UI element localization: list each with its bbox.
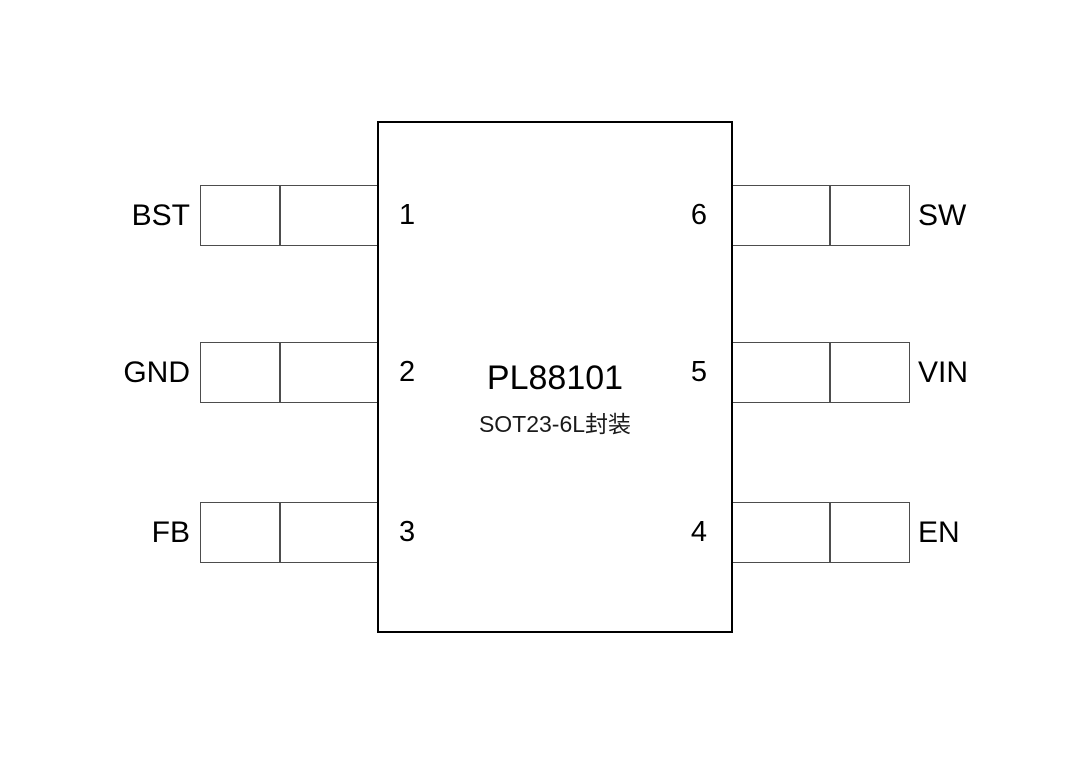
pin-pad-en <box>732 502 910 563</box>
pin-pad-vin <box>732 342 910 403</box>
pad-divider <box>279 343 281 402</box>
pin-number-4: 4 <box>690 516 707 548</box>
pad-divider <box>829 343 831 402</box>
pin-label-fb: FB <box>151 516 190 549</box>
pad-divider <box>279 186 281 245</box>
pin-label-gnd: GND <box>123 356 190 389</box>
pin-pad-fb <box>200 502 378 563</box>
pin-pad-bst <box>200 185 378 246</box>
pin-number-1: 1 <box>399 199 416 231</box>
pin-number-6: 6 <box>690 199 707 231</box>
pin-pad-gnd <box>200 342 378 403</box>
pin-number-3: 3 <box>399 516 416 548</box>
pin-label-sw: SW <box>918 199 967 232</box>
chip-package-label: SOT23-6L封装 <box>478 411 632 437</box>
pin-number-2: 2 <box>399 356 416 388</box>
pin-number-5: 5 <box>690 356 707 388</box>
pin-pad-sw <box>732 185 910 246</box>
pin-label-bst: BST <box>131 199 190 232</box>
pin-label-en: EN <box>918 516 960 549</box>
pad-divider <box>829 503 831 562</box>
chip-body <box>377 121 733 633</box>
chip-part-number: PL88101 <box>486 359 624 397</box>
pad-divider <box>829 186 831 245</box>
pin-label-vin: VIN <box>918 356 969 389</box>
pad-divider <box>279 503 281 562</box>
